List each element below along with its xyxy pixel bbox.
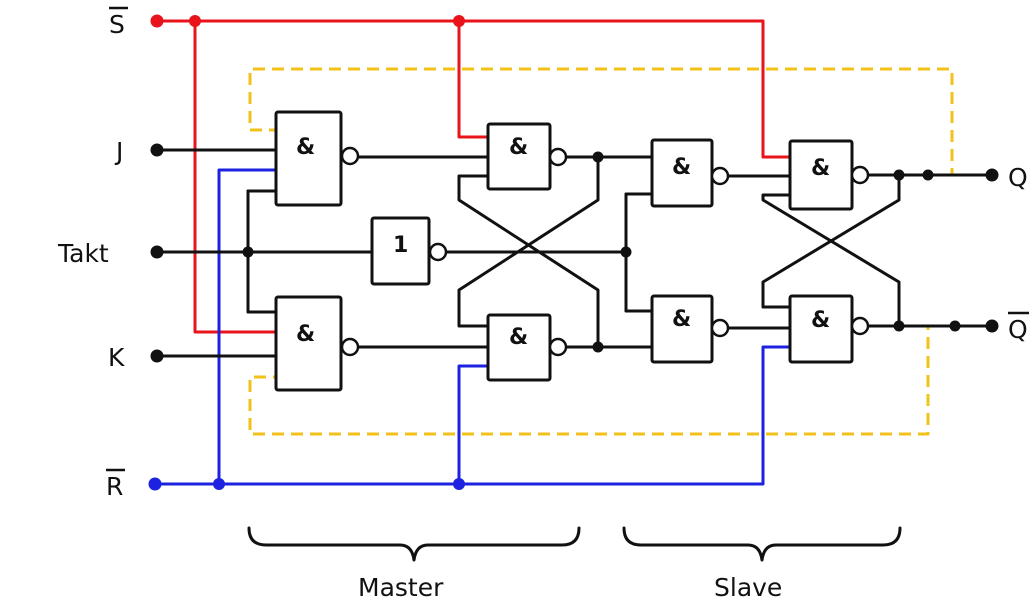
master-latch-gate-lower: & [486,313,568,382]
reset-wire-mid [457,364,490,486]
slave-input-gate-upper: & [650,138,730,208]
slave-input-gate-lower: & [650,294,730,364]
label-slave: Slave [714,573,782,601]
terminal-s-bar [150,14,164,28]
label-master: Master [358,573,444,601]
master-brace: Master [247,526,581,601]
label-r-bar: R [106,472,123,501]
terminal-k [150,349,164,363]
input-labels: S J Takt K R [57,6,128,501]
gate-symbol: & [672,155,691,180]
terminal-q-bar [985,319,999,333]
label-q-bar: Q [1008,315,1028,344]
clock-inverter: 1 [370,216,448,286]
inverter-symbol: 1 [393,233,408,258]
gate-symbol: & [509,325,528,350]
master-latch-gate-upper: & [486,122,568,191]
master-input-gate-k: & [274,295,360,392]
slave-latch-gate-lower: & [788,294,870,364]
set-wire-mid [457,19,490,139]
junction-dots [189,15,961,490]
reset-wire-bus [153,345,792,486]
gate-symbol: & [296,135,315,160]
terminals [148,14,999,491]
terminal-takt [150,245,164,259]
terminal-r-bar [148,477,162,491]
output-labels: Q Q [1008,163,1029,344]
gate-symbol: & [811,308,830,333]
set-wire-left [193,19,278,334]
label-k: K [108,343,125,372]
slave-latch-gate-upper: & [788,139,870,211]
label-q: Q [1008,163,1028,192]
gate-symbol: & [672,307,691,332]
label-j: J [114,137,123,166]
reset-wire-left [217,168,278,486]
gate-symbol: & [811,156,830,181]
terminal-j [150,143,164,157]
slave-brace: Slave [622,526,902,601]
master-input-gate-j: & [274,110,360,207]
label-s-bar: S [109,10,125,39]
gate-symbol: & [296,322,315,347]
terminal-q [985,168,999,182]
gate-symbol: & [509,135,528,160]
label-takt: Takt [57,239,109,268]
